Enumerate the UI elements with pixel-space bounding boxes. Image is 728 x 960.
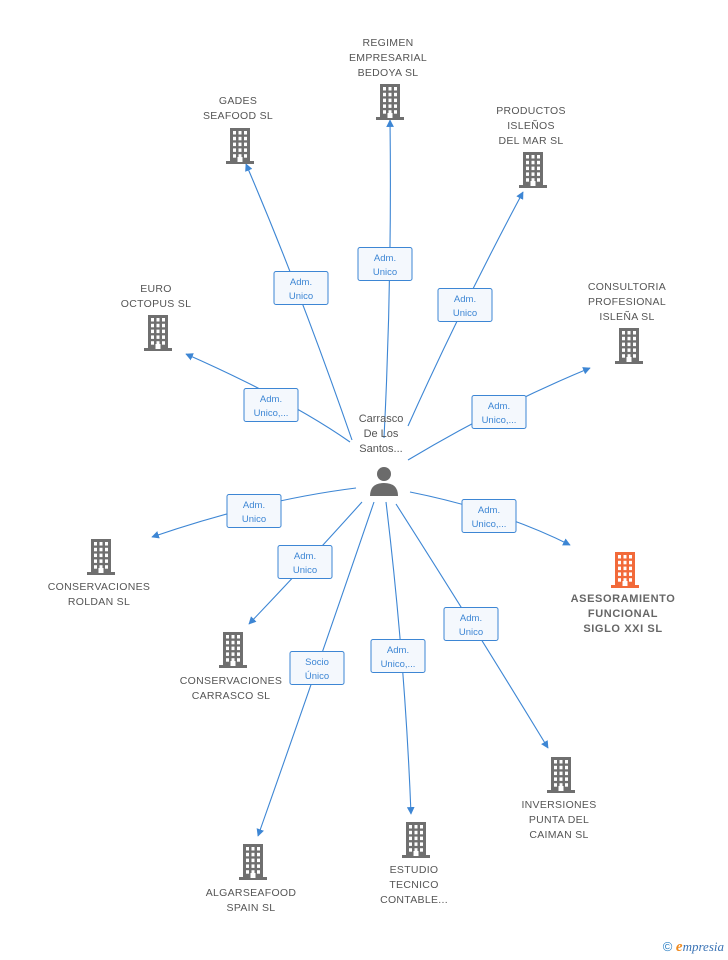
building-icon[interactable] xyxy=(402,822,430,858)
relation-label-estudio[interactable]: Adm.Unico,... xyxy=(370,639,426,673)
building-icon[interactable] xyxy=(219,632,247,668)
relation-text: Adm.Unico xyxy=(459,613,483,638)
company-name-line: SPAIN SL xyxy=(227,902,276,914)
relation-label-regimen[interactable]: Adm.Unico xyxy=(357,247,413,281)
building-icon[interactable] xyxy=(226,128,254,164)
company-name-line: FUNCIONAL xyxy=(588,608,658,620)
company-name-productos[interactable]: PRODUCTOS ISLEÑOS DEL MAR SL xyxy=(496,105,566,147)
footer-brand[interactable]: © empresia xyxy=(663,939,724,956)
building-icon[interactable] xyxy=(519,152,547,188)
company-name-line: EMPRESARIAL xyxy=(349,52,427,64)
relation-text: Adm.Unico,... xyxy=(381,645,416,670)
company-name-line: BEDOYA SL xyxy=(358,67,419,79)
company-name-line: CAIMAN SL xyxy=(529,829,588,841)
company-name-line: CONTABLE... xyxy=(380,894,448,906)
company-name-line: SIGLO XXI SL xyxy=(583,623,662,635)
relation-label-gades[interactable]: Adm.Unico xyxy=(273,271,329,305)
company-name-roldan[interactable]: CONSERVACIONES ROLDAN SL xyxy=(48,581,150,608)
company-name-euro[interactable]: EURO OCTOPUS SL xyxy=(121,283,192,310)
company-name-estudio[interactable]: ESTUDIO TECNICO CONTABLE... xyxy=(380,864,448,906)
building-icon[interactable] xyxy=(239,844,267,880)
relation-text: Adm.Unico,... xyxy=(472,505,507,530)
company-name-line: PUNTA DEL xyxy=(529,814,589,826)
company-name-algarseafood[interactable]: ALGARSEAFOOD SPAIN SL xyxy=(206,887,297,914)
company-name-carrasco[interactable]: CONSERVACIONES CARRASCO SL xyxy=(180,675,282,702)
company-name-line: PRODUCTOS xyxy=(496,105,566,117)
company-name-line: DEL MAR SL xyxy=(498,135,563,147)
building-icon[interactable] xyxy=(547,757,575,793)
relation-text: Adm.Unico xyxy=(293,551,317,576)
company-name-line: ISLEÑA SL xyxy=(599,310,654,323)
relation-label-euro[interactable]: Adm.Unico,... xyxy=(243,388,299,422)
company-name-line: PROFESIONAL xyxy=(588,296,666,308)
relation-text: Adm.Unico xyxy=(289,277,313,302)
brand-logo-initial: e xyxy=(675,939,683,955)
company-name-line: OCTOPUS SL xyxy=(121,298,192,310)
relation-label-consultoria[interactable]: Adm.Unico,... xyxy=(471,395,527,429)
company-name-line: TECNICO xyxy=(389,879,438,891)
relation-text: Adm.Unico,... xyxy=(482,401,517,426)
relation-text: Adm.Unico xyxy=(242,500,266,525)
company-name-line: GADES xyxy=(219,95,257,107)
person-icon[interactable] xyxy=(370,467,398,496)
company-name-consultoria[interactable]: CONSULTORIA PROFESIONAL ISLEÑA SL xyxy=(588,281,666,323)
company-name-line: INVERSIONES xyxy=(521,799,596,811)
brand-logo-text: mpresia xyxy=(682,939,724,954)
company-name-asesoramiento[interactable]: ASESORAMIENTO FUNCIONAL SIGLO XXI SL xyxy=(571,593,676,635)
company-name-line: CONSULTORIA xyxy=(588,281,666,293)
relation-label-asesoramiento[interactable]: Adm.Unico,... xyxy=(461,499,517,533)
company-name-line: EURO xyxy=(140,283,172,295)
company-name-line: CARRASCO SL xyxy=(192,690,271,702)
relation-label-productos[interactable]: Adm.Unico xyxy=(437,288,493,322)
company-name-line: ALGARSEAFOOD xyxy=(206,887,297,899)
building-icon[interactable] xyxy=(376,84,404,120)
company-name-line: ROLDAN SL xyxy=(68,596,130,608)
company-name-line: ISLEÑOS xyxy=(507,119,555,132)
building-icon[interactable] xyxy=(144,315,172,351)
company-name-gades[interactable]: GADES SEAFOOD SL xyxy=(203,95,273,122)
relation-text: Adm.Unico xyxy=(453,294,477,319)
company-name-line: ESTUDIO xyxy=(390,864,439,876)
company-name-line: SEAFOOD SL xyxy=(203,110,273,122)
relation-label-roldan[interactable]: Adm.Unico xyxy=(226,494,282,528)
company-name-regimen[interactable]: REGIMEN EMPRESARIAL BEDOYA SL xyxy=(349,37,427,79)
building-icon[interactable] xyxy=(611,552,639,588)
company-name-line: REGIMEN xyxy=(362,37,413,49)
building-icon[interactable] xyxy=(615,328,643,364)
company-name-line: CONSERVACIONES xyxy=(48,581,150,593)
relation-text: Adm.Unico,... xyxy=(254,394,289,419)
building-icon[interactable] xyxy=(87,539,115,575)
relation-label-inversiones[interactable]: Adm.Unico xyxy=(443,607,499,641)
company-name-line: CONSERVACIONES xyxy=(180,675,282,687)
company-name-inversiones[interactable]: INVERSIONES PUNTA DEL CAIMAN SL xyxy=(521,799,596,841)
relation-text: Adm.Unico xyxy=(373,253,397,278)
relation-label-carrasco[interactable]: Adm.Unico xyxy=(277,545,333,579)
copyright-symbol: © xyxy=(662,939,673,954)
company-name-line: ASESORAMIENTO xyxy=(571,593,676,605)
